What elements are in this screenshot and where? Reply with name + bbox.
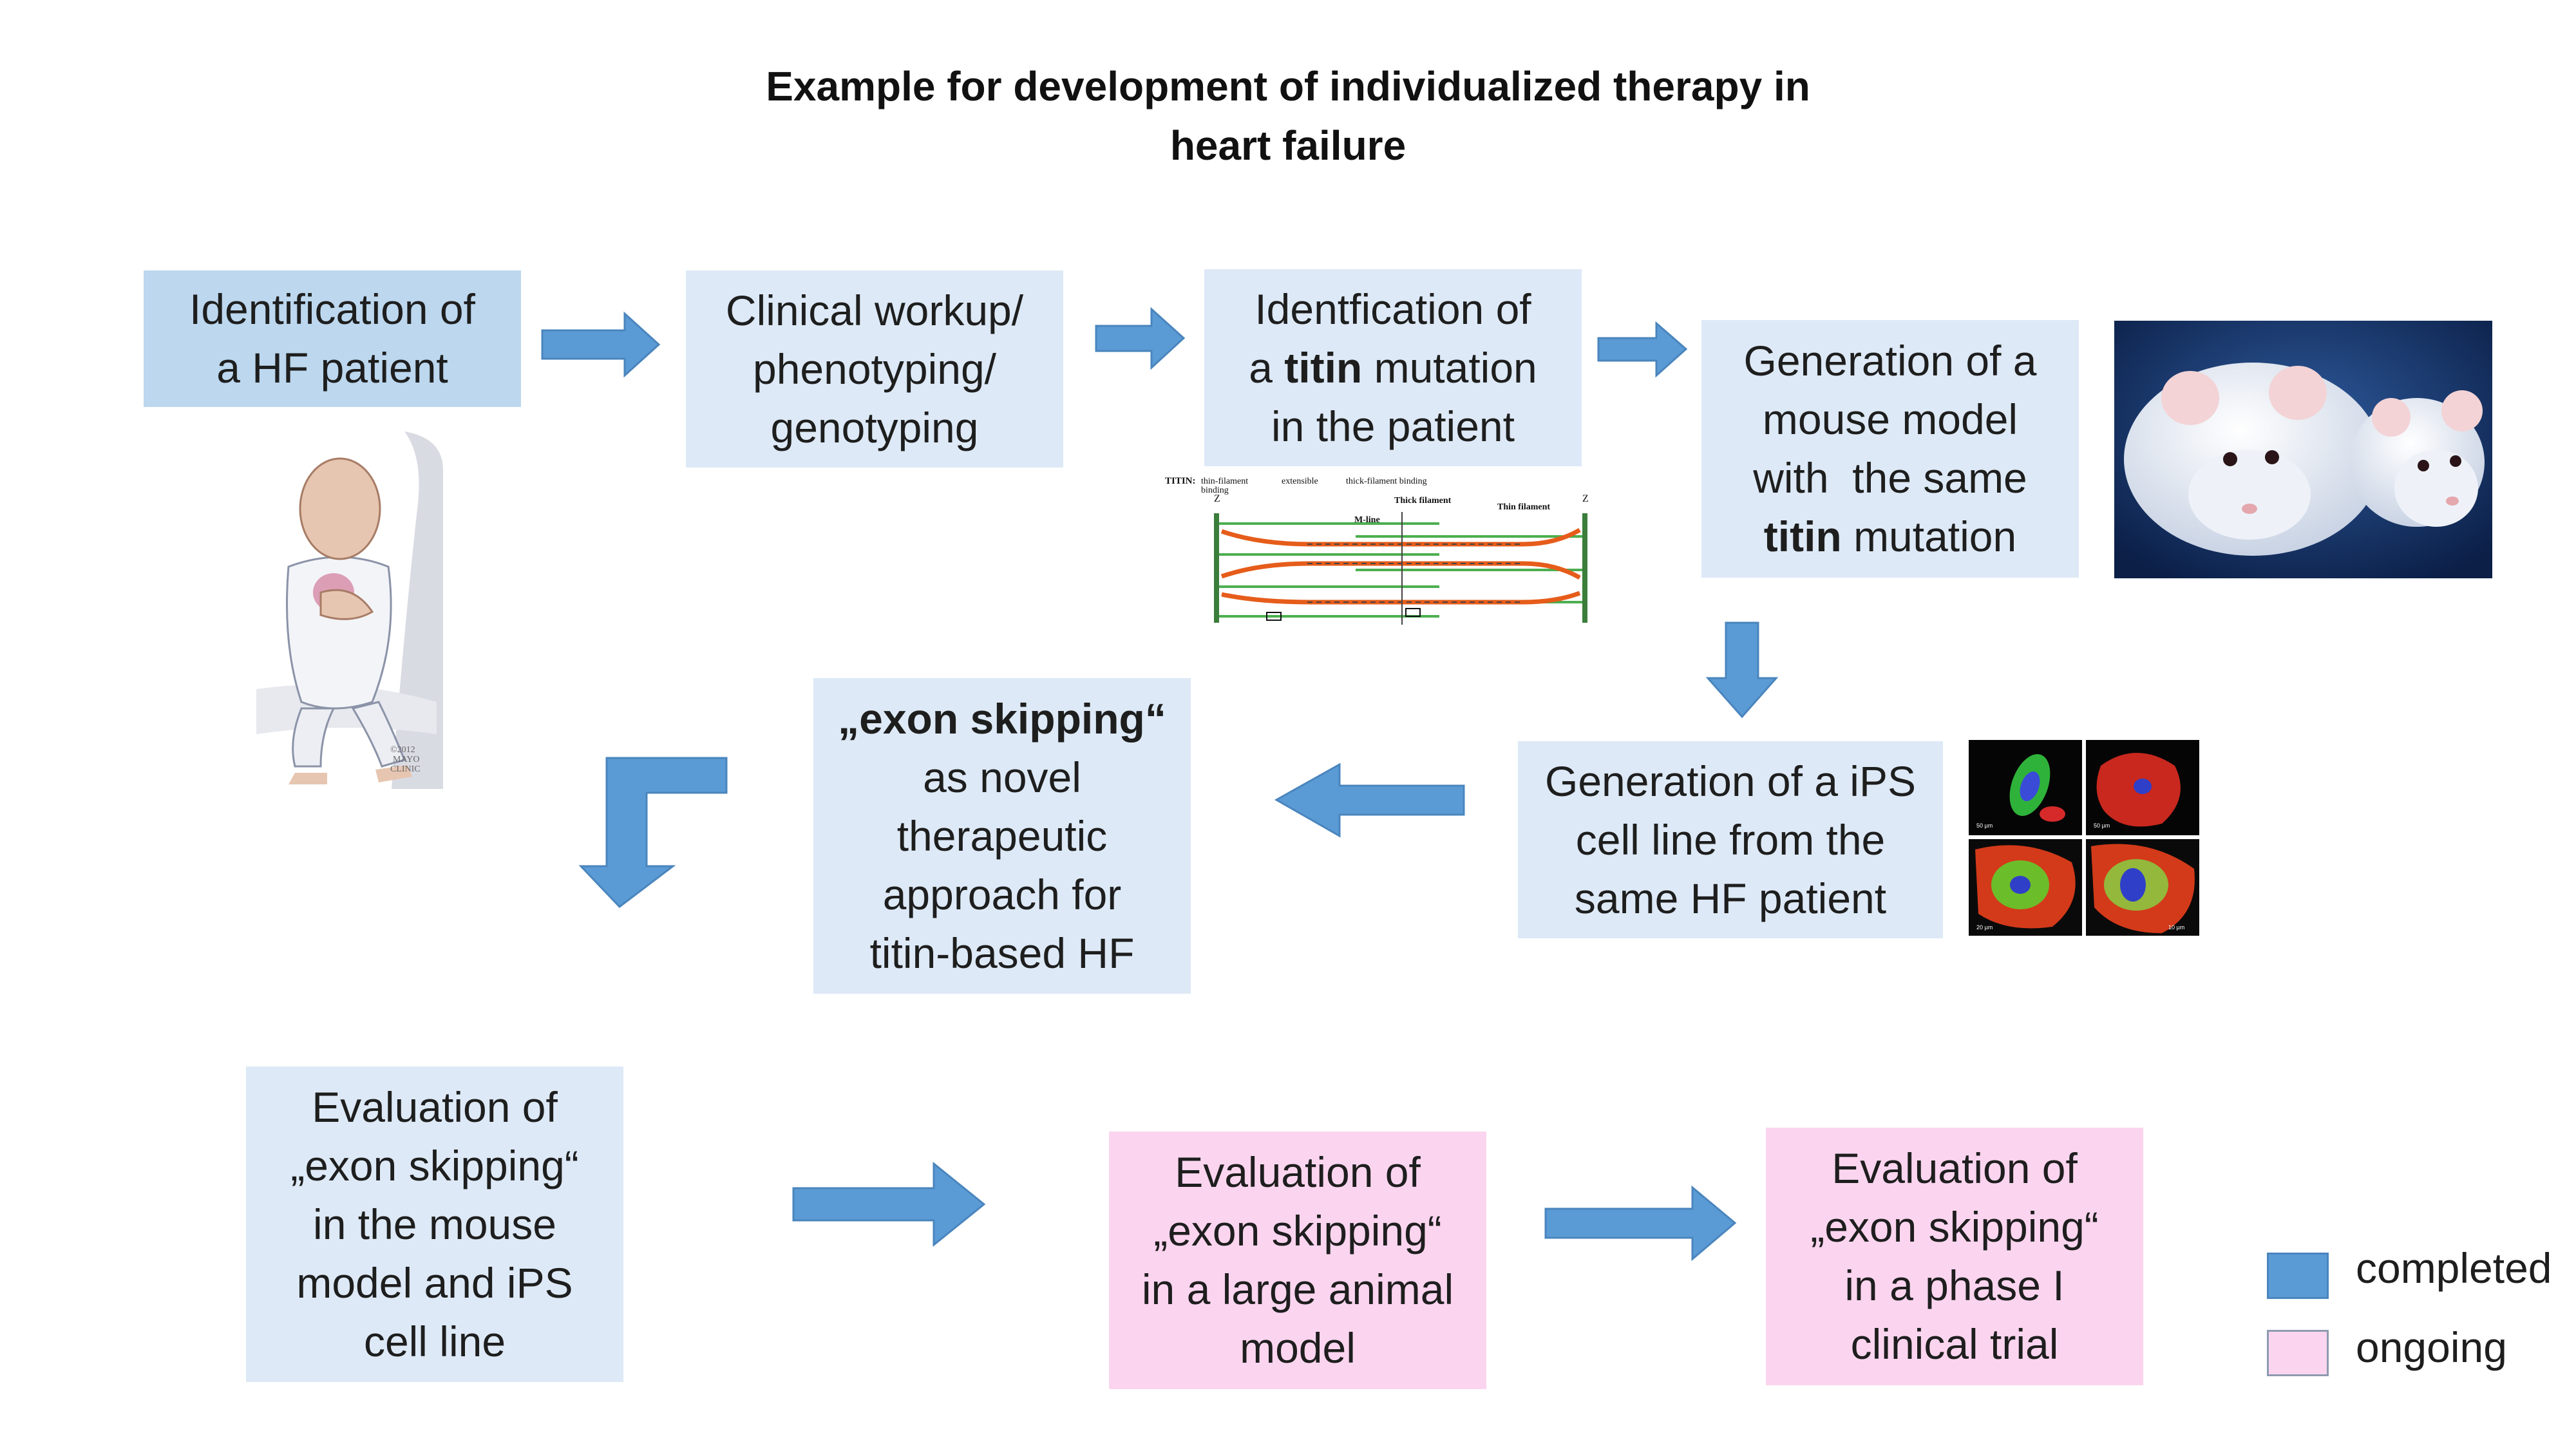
arrow-right-5 bbox=[1544, 1185, 1737, 1262]
z-label-left: Z bbox=[1214, 493, 1220, 504]
box-mouse-model: Generation of a mouse model with the sam… bbox=[1701, 320, 2079, 578]
box-mouse-line-4-bold: titin bbox=[1763, 513, 1842, 560]
box-eval-mouse-ips: Evaluation of „exon skipping“ in the mou… bbox=[246, 1066, 623, 1382]
arrow-bent-down bbox=[578, 757, 728, 909]
micrograph-top-right: 50 µm bbox=[2086, 740, 2199, 835]
box-eval-large-animal: Evaluation of „exon skipping“ in a large… bbox=[1109, 1132, 1486, 1389]
box-eval-large-line-4: model bbox=[1240, 1324, 1356, 1372]
box-exon-line-1: „exon skipping“ bbox=[838, 694, 1166, 743]
box-titin-line-2-a: a bbox=[1249, 343, 1285, 392]
box-eval-mouse-line-5: cell line bbox=[363, 1317, 506, 1365]
box-mouse-line-1: Generation of a bbox=[1743, 337, 2037, 384]
box-eval-large-line-2: „exon skipping“ bbox=[1153, 1207, 1442, 1255]
title-line-2: heart failure bbox=[1170, 122, 1406, 169]
box-eval-clinical-line-4: clinical trial bbox=[1850, 1320, 2059, 1368]
box-ips-line-3: same HF patient bbox=[1574, 874, 1887, 922]
box-identification: Identification of a HF patient bbox=[144, 270, 521, 407]
box-eval-large-line-3: in a large animal bbox=[1141, 1265, 1454, 1313]
box-titin-line-2-bold: titin bbox=[1284, 343, 1363, 392]
binding-label: binding bbox=[1201, 486, 1229, 495]
thin-filament-label: Thin filament bbox=[1497, 502, 1550, 512]
arrow-right-2 bbox=[1095, 307, 1186, 370]
legend-label-completed: completed bbox=[2356, 1244, 2552, 1292]
scale-label-3: 20 µm bbox=[1976, 924, 1993, 931]
box-eval-clinical-line-3: in a phase I bbox=[1844, 1262, 2065, 1309]
micrograph-bottom-right: 10 µm bbox=[2086, 839, 2199, 936]
micrograph-bottom-left: 20 µm bbox=[1969, 839, 2082, 936]
box-eval-mouse-line-4: model and iPS bbox=[296, 1258, 573, 1307]
box-ips-cell-line: Generation of a iPS cell line from the s… bbox=[1518, 741, 1943, 938]
thin-binding-label: thin-filament bbox=[1201, 477, 1248, 486]
z-label-right: Z bbox=[1582, 493, 1589, 504]
box-eval-mouse-line-2: „exon skipping“ bbox=[290, 1141, 579, 1189]
patient-illustration: ©2012 MAYO CLINIC bbox=[243, 431, 443, 789]
scale-label-1: 50 µm bbox=[1976, 822, 1993, 829]
arrow-right-1 bbox=[541, 311, 661, 378]
thick-filament-label: Thick filament bbox=[1394, 496, 1452, 506]
micrograph-top-left: 50 µm bbox=[1969, 740, 2082, 835]
box-workup-line-3: genotyping bbox=[770, 403, 979, 451]
box-clinical-workup: Clinical workup/ phenotyping/ genotyping bbox=[686, 270, 1063, 468]
box-exon-line-4: approach for bbox=[882, 870, 1122, 918]
box-identification-line-2: a HF patient bbox=[216, 344, 448, 392]
box-identification-line-1: Identification of bbox=[189, 285, 475, 333]
ips-micrographs: 50 µm 50 µm 20 µm 10 µm bbox=[1969, 740, 2199, 936]
title-line-1: Example for development of individualize… bbox=[766, 63, 1810, 109]
mice-photo bbox=[2114, 321, 2492, 578]
box-mouse-line-2: mouse model bbox=[1762, 395, 2018, 443]
patient-caption-1: ©2012 bbox=[390, 745, 415, 755]
box-eval-clinical-trial: Evaluation of „exon skipping“ in a phase… bbox=[1766, 1128, 2143, 1385]
box-titin-mutation: Identfication of a titin mutation in the… bbox=[1204, 269, 1582, 466]
page-title: Example for development of individualize… bbox=[580, 57, 1996, 175]
box-mouse-line-4-b: mutation bbox=[1841, 513, 2017, 560]
arrow-left bbox=[1274, 762, 1465, 838]
arrow-right-3 bbox=[1597, 321, 1688, 378]
box-eval-mouse-line-3: in the mouse bbox=[313, 1200, 556, 1248]
thick-binding-label: thick-filament binding bbox=[1346, 477, 1427, 486]
scale-label-4: 10 µm bbox=[2168, 924, 2184, 931]
box-titin-line-2-c: mutation bbox=[1362, 343, 1537, 392]
box-mouse-line-4: titin mutation bbox=[1764, 507, 2016, 566]
titin-label: TITIN: bbox=[1165, 476, 1196, 486]
legend-label-ongoing: ongoing bbox=[2356, 1323, 2507, 1371]
box-eval-mouse-line-1: Evaluation of bbox=[312, 1083, 558, 1131]
box-ips-line-1: Generation of a iPS bbox=[1544, 757, 1917, 805]
box-ips-line-2: cell line from the bbox=[1575, 815, 1886, 864]
box-workup-line-2: phenotyping/ bbox=[753, 345, 996, 393]
box-titin-line-1: Identfication of bbox=[1255, 285, 1531, 333]
legend-swatch-ongoing bbox=[2267, 1330, 2329, 1376]
titin-sarcomere-diagram: TITIN: thin-filament binding extensible … bbox=[1162, 473, 1607, 641]
arrow-down bbox=[1705, 621, 1779, 719]
patient-caption-3: CLINIC bbox=[390, 764, 421, 774]
patient-caption-2: MAYO bbox=[393, 755, 420, 764]
legend-swatch-completed bbox=[2267, 1253, 2329, 1299]
box-eval-clinical-line-2: „exon skipping“ bbox=[1810, 1203, 2099, 1251]
box-exon-skipping: „exon skipping“ as novel therapeutic app… bbox=[813, 678, 1191, 994]
box-eval-clinical-line-1: Evaluation of bbox=[1832, 1144, 2078, 1192]
scale-label-2: 50 µm bbox=[2094, 822, 2110, 829]
extensible-label: extensible bbox=[1282, 477, 1318, 486]
arrow-right-4 bbox=[792, 1161, 986, 1247]
box-exon-line-3: therapeutic bbox=[896, 811, 1108, 860]
box-titin-line-3: in the patient bbox=[1271, 402, 1515, 450]
box-eval-large-line-1: Evaluation of bbox=[1175, 1148, 1421, 1196]
box-titin-line-2: a titin mutation bbox=[1249, 339, 1537, 397]
box-mouse-line-3: with the same bbox=[1753, 454, 2027, 502]
box-exon-line-2: as novel bbox=[923, 753, 1081, 801]
box-workup-line-1: Clinical workup/ bbox=[725, 286, 1024, 334]
box-exon-line-5: titin-based HF bbox=[869, 929, 1135, 977]
